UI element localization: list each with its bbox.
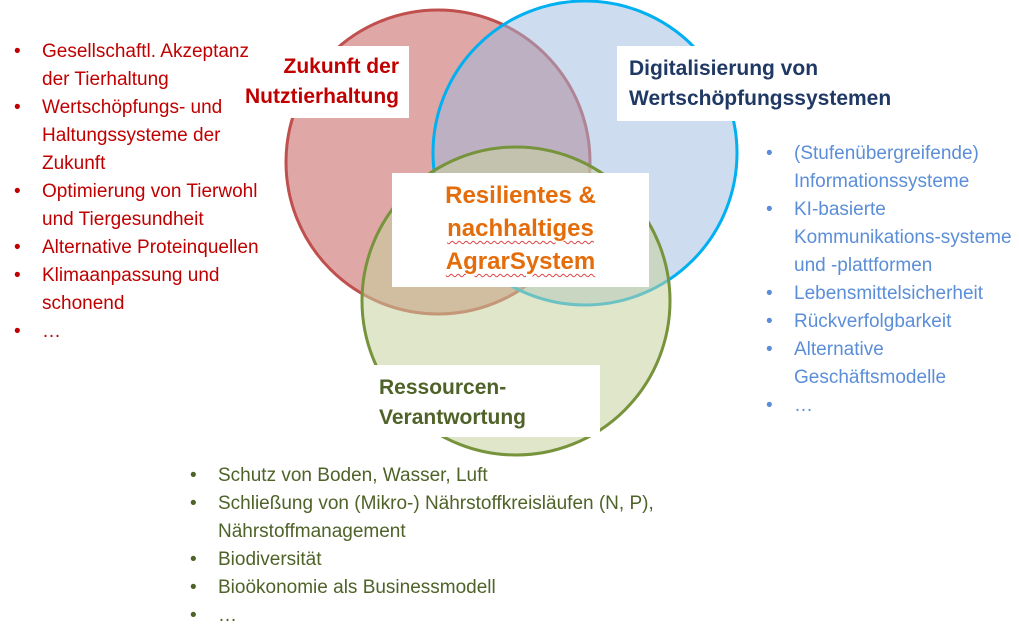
list-item: Bioökonomie als Businessmodell <box>186 574 746 602</box>
list-item: KI-basierte Kommunikations-systeme und -… <box>762 196 1018 280</box>
center-line-1: Resilientes & <box>445 182 596 209</box>
title-blue-line-1: Digitalisierung von <box>629 57 819 80</box>
center-line-3: AgrarSystem <box>445 248 596 275</box>
title-blue-box: Digitalisierung von Wertschöpfungssystem… <box>617 46 917 121</box>
list-item: Optimierung von Tierwohl und Tiergesundh… <box>10 178 270 234</box>
list-item: Rückverfolgbarkeit <box>762 308 1018 336</box>
blue-bullet-list: (Stufenübergreifende) Informationssystem… <box>762 140 1018 420</box>
list-item: Wertschöpfungs- und Haltungssysteme der … <box>10 94 270 178</box>
list-item: Gesellschaftl. Akzeptanz der Tierhaltung <box>10 38 270 94</box>
list-item: Alternative Geschäftsmodelle <box>762 336 1018 392</box>
title-green-box: Ressourcen- Verantwortung <box>363 365 600 437</box>
list-item: Klimaanpassung und schonend <box>10 262 270 318</box>
center-label-box: Resilientes & nachhaltiges AgrarSystem <box>392 173 649 287</box>
list-item: Schließung von (Mikro-) Nährstoffkreislä… <box>186 490 746 546</box>
list-item: (Stufenübergreifende) Informationssystem… <box>762 140 1018 196</box>
title-blue-line-2: Wertschöpfungssystemen <box>629 87 892 110</box>
red-bullet-list: Gesellschaftl. Akzeptanz der Tierhaltung… <box>10 38 270 346</box>
title-red-line-1: Zukunft der <box>283 55 400 78</box>
center-line-2: nachhaltiges <box>447 215 594 242</box>
title-red-line-2: Nutztierhaltung <box>245 85 399 108</box>
title-green-line-1: Ressourcen- <box>379 376 507 399</box>
list-item: Biodiversität <box>186 546 746 574</box>
list-item: … <box>762 392 1018 420</box>
list-item: … <box>186 602 746 630</box>
list-item: Lebensmittelsicherheit <box>762 280 1018 308</box>
list-item: Alternative Proteinquellen <box>10 234 270 262</box>
list-item: … <box>10 318 270 346</box>
title-green-line-2: Verantwortung <box>379 406 527 429</box>
list-item: Schutz von Boden, Wasser, Luft <box>186 462 746 490</box>
green-bullet-list: Schutz von Boden, Wasser, Luft Schließun… <box>186 462 746 630</box>
